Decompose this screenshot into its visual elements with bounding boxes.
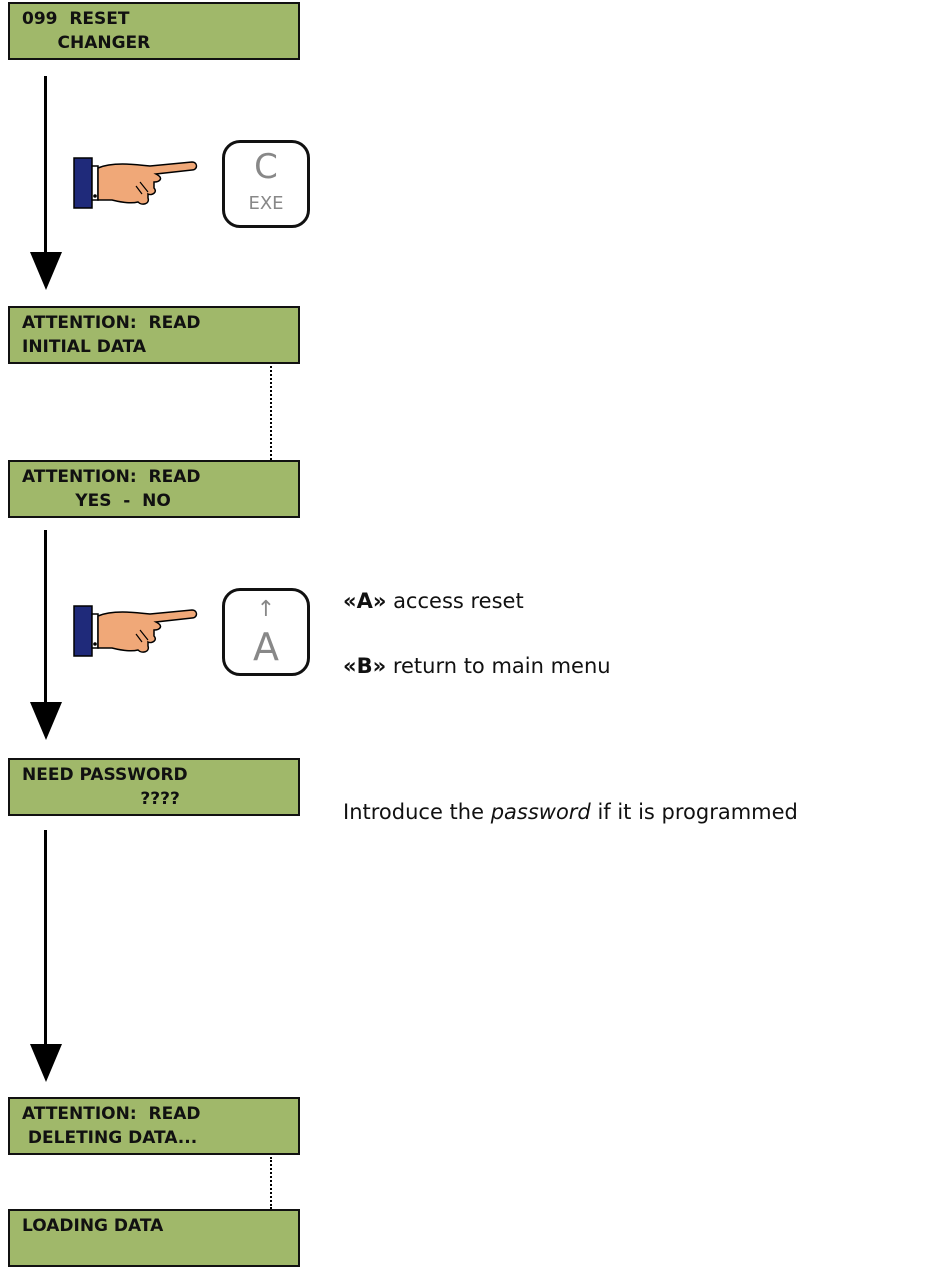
- lcd-line-1: ATTENTION: READ: [22, 467, 201, 487]
- lcd-screen-need-password: NEED PASSWORD ????: [8, 758, 300, 816]
- lcd-screen-loading-data: LOADING DATA: [8, 1209, 300, 1267]
- note-text: Introduce the: [343, 800, 491, 824]
- lcd-line-2: YES - NO: [22, 491, 171, 511]
- lcd-screen-initial-data: ATTENTION: READ INITIAL DATA: [8, 306, 300, 364]
- flow-arrow-shaft: [44, 76, 47, 256]
- note-text: access reset: [386, 589, 524, 613]
- flow-arrow-shaft: [44, 530, 47, 706]
- lcd-line-2: CHANGER: [22, 33, 151, 53]
- note-key: «A»: [343, 589, 387, 613]
- note-italic: password: [490, 800, 591, 824]
- flow-arrow-head: [30, 702, 62, 740]
- c-exe-key-icon: C EXE: [222, 140, 310, 228]
- pointing-hand-icon: [73, 157, 198, 209]
- flow-arrow-shaft: [44, 830, 47, 1048]
- lcd-line-1: LOADING DATA: [22, 1216, 164, 1236]
- lcd-screen-deleting-data: ATTENTION: READ DELETING DATA...: [8, 1097, 300, 1155]
- flow-arrow-head: [30, 1044, 62, 1082]
- note-option-b: «B» return to main menu: [343, 654, 611, 678]
- key-main-label: C: [254, 147, 278, 187]
- note-option-a: «A» access reset: [343, 589, 524, 613]
- key-sub-label: EXE: [248, 193, 284, 214]
- lcd-line-2: ????: [22, 789, 180, 809]
- dotted-connector: [270, 1157, 272, 1209]
- lcd-screen-yes-no: ATTENTION: READ YES - NO: [8, 460, 300, 518]
- note-password: Introduce the password if it is programm…: [343, 800, 798, 824]
- lcd-line-2: INITIAL DATA: [22, 337, 147, 357]
- flow-arrow-head: [30, 252, 62, 290]
- key-main-label: A: [253, 625, 279, 669]
- lcd-line-2: DELETING DATA...: [22, 1128, 198, 1148]
- lcd-line-1: ATTENTION: READ: [22, 1104, 201, 1124]
- lcd-line-2: [22, 1238, 298, 1262]
- a-up-key-icon: ↑ A: [222, 588, 310, 676]
- lcd-screen-reset-changer: 099 RESET CHANGER: [8, 2, 300, 60]
- note-text: return to main menu: [386, 654, 611, 678]
- lcd-line-1: NEED PASSWORD: [22, 765, 188, 785]
- note-text: if it is programmed: [590, 800, 798, 824]
- pointing-hand-icon: [73, 605, 198, 657]
- lcd-line-1: ATTENTION: READ: [22, 313, 201, 333]
- note-key: «B»: [343, 654, 387, 678]
- lcd-line-1: 099 RESET: [22, 9, 130, 29]
- up-arrow-icon: ↑: [256, 597, 276, 622]
- dotted-connector: [270, 366, 272, 460]
